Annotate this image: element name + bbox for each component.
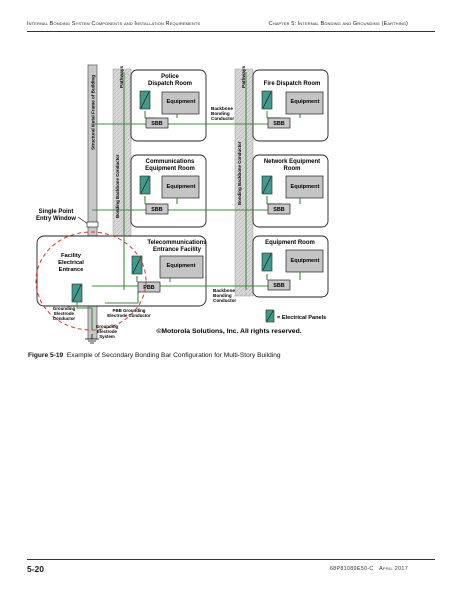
equipment-label-fire: Equipment bbox=[291, 99, 320, 105]
equipment-box-fire bbox=[285, 91, 324, 115]
network-room-title-1: Network Equipment bbox=[264, 159, 320, 165]
gec-label-3: Conductor bbox=[53, 316, 75, 321]
electrical-panel-equipment-room bbox=[261, 252, 273, 272]
document-date: April 2017 bbox=[379, 566, 408, 572]
sbb-bar-equipment-room bbox=[267, 279, 291, 291]
running-header-left: Internal Bonding System Components and I… bbox=[27, 21, 201, 27]
bonding-backbone-label-right: Bonding Backbone Conductor bbox=[237, 141, 242, 205]
pbb-gec-label-1: PBB Grounding bbox=[113, 308, 146, 313]
facility-entrance-label-1: Facility bbox=[61, 253, 82, 259]
ges-label-1: Grounding bbox=[96, 324, 119, 329]
backbone-label-upper-2: Bonding bbox=[211, 111, 230, 116]
bonding-backbone-label-left: Bonding Backbone Conductor bbox=[115, 154, 120, 218]
pathways-label-left: Pathways bbox=[119, 66, 125, 88]
single-point-entry-label-2: Entry Window bbox=[36, 216, 76, 222]
equipment-box-police bbox=[161, 91, 200, 115]
facility-entrance-label-3: Entrance bbox=[59, 267, 85, 273]
sbb-bar-fire bbox=[267, 117, 291, 129]
police-room-title-1: Police bbox=[161, 74, 179, 80]
structural-frame-label: Structural Metal Frame of Building bbox=[91, 75, 96, 150]
copyright-notice: ©Motorola Solutions, Inc. All rights res… bbox=[156, 327, 301, 335]
gec-label-1: Grounding bbox=[53, 306, 76, 311]
electrical-panel-legend-icon bbox=[265, 309, 275, 323]
legend-label: = Electrical Panels bbox=[277, 315, 326, 321]
equipment-box-network bbox=[285, 175, 324, 199]
footer-rule bbox=[27, 559, 435, 560]
equipment-box-equipment-room bbox=[285, 249, 324, 273]
document-id-code: 68P81089E50-C bbox=[329, 566, 374, 572]
entry-window-leader bbox=[77, 216, 89, 225]
ges-label-3: System bbox=[99, 334, 115, 339]
sbb-bar-network bbox=[267, 203, 291, 215]
equipment-label-telecom: Equipment bbox=[167, 263, 196, 269]
running-header-right: Chapter 5: Internal Bonding and Groundin… bbox=[268, 21, 408, 27]
telecom-room-title-1: Telecommunications bbox=[147, 240, 207, 246]
pathways-label-right: Pathways bbox=[241, 66, 247, 88]
backbone-label-lower-1: Backbone bbox=[213, 288, 235, 293]
network-room-title-2: Room bbox=[284, 166, 301, 172]
equipment-box-telecom bbox=[159, 255, 204, 279]
sbb-label-fire: SBB bbox=[273, 121, 284, 127]
equipment-box-comms bbox=[161, 175, 200, 199]
single-point-entry-label-1: Single Point bbox=[39, 209, 74, 215]
backbone-label-upper-3: Conductor bbox=[211, 116, 234, 121]
equipment-room-title: Equipment Room bbox=[265, 240, 315, 246]
telecom-room-title-2: Entrance Facility bbox=[153, 247, 202, 253]
figure-caption: Figure 5-19 Example of Secondary Bonding… bbox=[28, 352, 281, 359]
equipment-label-comms: Equipment bbox=[167, 184, 196, 190]
figure-caption-label: Figure 5-19 bbox=[28, 352, 64, 359]
sbb-label-comms: SBB bbox=[151, 207, 162, 213]
electrical-panel-comms bbox=[139, 175, 151, 195]
sbb-bar-comms bbox=[145, 203, 169, 215]
gec-label-2: Electrode bbox=[54, 311, 75, 316]
figure-caption-text: Example of Secondary Bonding Bar Configu… bbox=[66, 352, 281, 359]
sbb-label-equipment-room: SBB bbox=[273, 283, 284, 289]
police-room-title-2: Dispatch Room bbox=[148, 81, 192, 87]
electrical-panel-telecom bbox=[131, 255, 143, 275]
facility-entrance-label-2: Electrical bbox=[58, 260, 84, 266]
equipment-label-network: Equipment bbox=[291, 184, 320, 190]
document-id: 68P81089E50-C April 2017 bbox=[330, 566, 408, 572]
header-rule bbox=[27, 31, 435, 32]
pbb-label: PBB bbox=[143, 285, 154, 291]
electrical-panel-facility-entrance bbox=[71, 283, 83, 303]
equipment-label-police: Equipment bbox=[167, 99, 196, 105]
pbb-gec-label-2: Electrode Conductor bbox=[107, 313, 151, 318]
electrical-panel-network bbox=[261, 175, 273, 195]
page-number: 5-20 bbox=[27, 564, 45, 574]
sbb-bar-police bbox=[145, 117, 169, 129]
backbone-label-lower-3: Conductor bbox=[213, 298, 236, 303]
electrical-panel-police bbox=[139, 90, 151, 110]
entry-window-marker bbox=[86, 221, 99, 228]
pbb-bar bbox=[137, 281, 161, 293]
comms-room-title-1: Communications bbox=[146, 159, 195, 165]
facility-entry-highlight bbox=[35, 231, 147, 331]
bonding-diagram: Pathways Pathways Structural Metal Frame… bbox=[35, 64, 329, 344]
backbone-label-lower-2: Bonding bbox=[213, 293, 232, 298]
sbb-label-police: SBB bbox=[151, 121, 162, 127]
fire-room-title: Fire Dispatch Room bbox=[264, 81, 321, 87]
comms-room-title-2: Equipment Room bbox=[145, 166, 195, 172]
backbone-label-upper-1: Backbone bbox=[211, 106, 233, 111]
equipment-label-equipment-room: Equipment bbox=[291, 258, 320, 264]
ground-symbol-icon bbox=[85, 334, 99, 344]
ges-label-2: Electrode bbox=[97, 329, 118, 334]
electrical-panel-fire bbox=[261, 90, 273, 110]
sbb-label-network: SBB bbox=[273, 207, 284, 213]
